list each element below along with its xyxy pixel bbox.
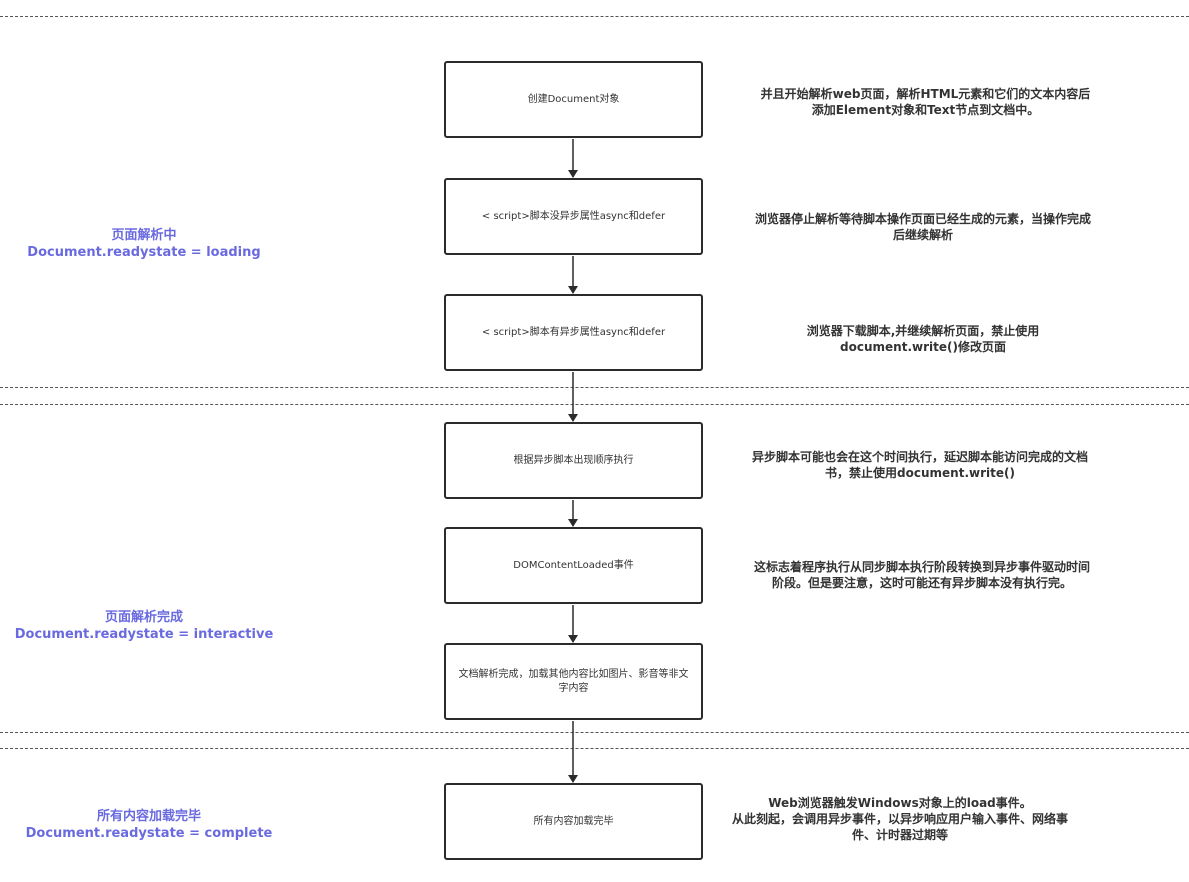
divider-loading-end-b	[0, 404, 1189, 405]
step-box-all-loaded: 所有内容加载完毕	[444, 783, 703, 860]
step-box-sync-script: < script>脚本没异步属性async和defer	[444, 178, 703, 255]
stage-loading: 页面解析中 Document.readystate = loading	[14, 227, 274, 261]
step-note-create-document: 并且开始解析web页面，解析HTML元素和它们的文本内容后 添加Element对…	[760, 87, 1091, 117]
stage-complete: 所有内容加载完毕 Document.readystate = complete	[14, 808, 284, 842]
step-box-create-document: 创建Document对象	[444, 61, 703, 138]
step-note-domcontentloaded: 这标志着程序执行从同步脚本执行阶段转换到异步事件驱动时间 阶段。但是要注意，这时…	[753, 560, 1090, 590]
stage-interactive: 页面解析完成 Document.readystate = interactive	[4, 609, 284, 643]
stage-interactive-state: Document.readystate = interactive	[14, 627, 274, 642]
stage-complete-state: Document.readystate = complete	[25, 826, 273, 841]
step-note-async-script: 浏览器下载脚本,并继续解析页面，禁止使用 document.write()修改页…	[806, 324, 1040, 354]
step-box-domcontentloaded: DOMContentLoaded事件	[444, 527, 703, 604]
step-note-sync-script: 浏览器停止解析等待脚本操作页面已经生成的元素，当操作完成 后继续解析	[754, 212, 1091, 242]
stage-loading-state: Document.readystate = loading	[27, 245, 261, 260]
step-box-run-async-scripts: 根据异步脚本出现顺序执行	[444, 422, 703, 499]
divider-interactive-end-a	[0, 732, 1189, 733]
divider-top	[0, 16, 1189, 17]
step-note-run-async-scripts: 异步脚本可能也会在这个时间执行，延迟脚本能访问完成的文档 书，禁止使用docum…	[751, 450, 1088, 480]
step-box-async-script: < script>脚本有异步属性async和defer	[444, 294, 703, 371]
divider-loading-end-a	[0, 387, 1189, 388]
stage-interactive-title: 页面解析完成	[104, 610, 183, 625]
step-box-document-parsed: 文档解析完成，加载其他内容比如图片、影音等非文字内容	[444, 643, 703, 720]
divider-interactive-end-b	[0, 748, 1189, 749]
step-note-all-loaded: Web浏览器触发Windows对象上的load事件。 从此刻起，会调用异步事件，…	[731, 796, 1068, 842]
stage-complete-title: 所有内容加载完毕	[96, 809, 201, 824]
stage-loading-title: 页面解析中	[111, 228, 177, 243]
